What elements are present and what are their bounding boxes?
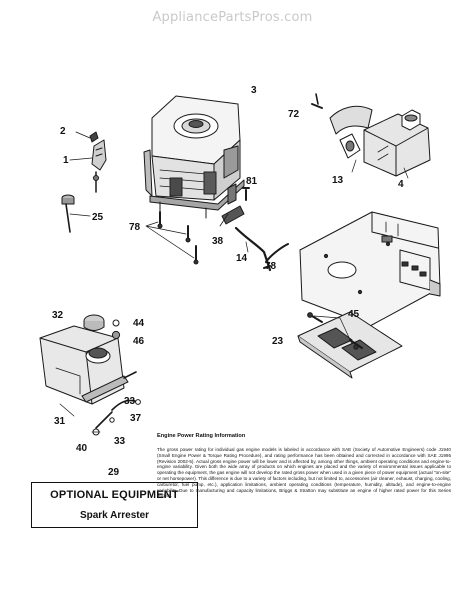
callout-14: 14: [236, 253, 248, 264]
callout-45: 45: [348, 309, 360, 320]
callout-31: 31: [54, 416, 66, 427]
callout-13: 13: [332, 175, 344, 186]
callout-46: 46: [133, 336, 145, 347]
callout-72: 72: [288, 109, 300, 120]
engine-power-rating-info: Engine Power Rating Information The gros…: [157, 433, 451, 499]
callout-33-top: 33: [124, 396, 136, 407]
callout-29: 29: [108, 467, 120, 478]
optional-equipment-item: Spark Arrester: [79, 510, 150, 521]
callout-78-right: 78: [265, 261, 277, 272]
callout-32: 32: [52, 310, 64, 321]
callout-4: 4: [398, 179, 404, 190]
callout-81: 81: [246, 176, 258, 187]
engine-assembly: [143, 95, 245, 219]
muffler-assembly: [311, 93, 431, 179]
callout-3: 3: [251, 85, 257, 96]
mounting-frame-plate: [299, 211, 441, 327]
heat-shield: [297, 311, 403, 379]
fuel-line-coupler: [219, 205, 289, 272]
optional-equipment-box: OPTIONAL EQUIPMENT Spark Arrester: [31, 482, 198, 528]
callout-78-left: 78: [129, 222, 141, 233]
watermark: AppliancePartsPros.com: [152, 10, 313, 25]
callout-2: 2: [60, 126, 66, 137]
engine-power-title: Engine Power Rating Information: [157, 433, 246, 439]
callout-1: 1: [63, 155, 69, 166]
dipstick-cap: [61, 194, 91, 233]
callout-33-bottom: 33: [114, 436, 126, 447]
engine-bolts: [145, 187, 250, 265]
callout-38: 38: [212, 236, 224, 247]
throttle-bracket: [69, 131, 107, 193]
callout-25: 25: [92, 212, 104, 223]
optional-equipment-title: OPTIONAL EQUIPMENT: [50, 489, 179, 501]
callout-40: 40: [76, 443, 88, 454]
callout-44: 44: [133, 318, 145, 329]
engine-power-body: The gross power rating for individual ga…: [157, 447, 451, 499]
callout-23: 23: [272, 336, 284, 347]
fuel-tank: [39, 314, 141, 436]
callout-37: 37: [130, 413, 142, 424]
